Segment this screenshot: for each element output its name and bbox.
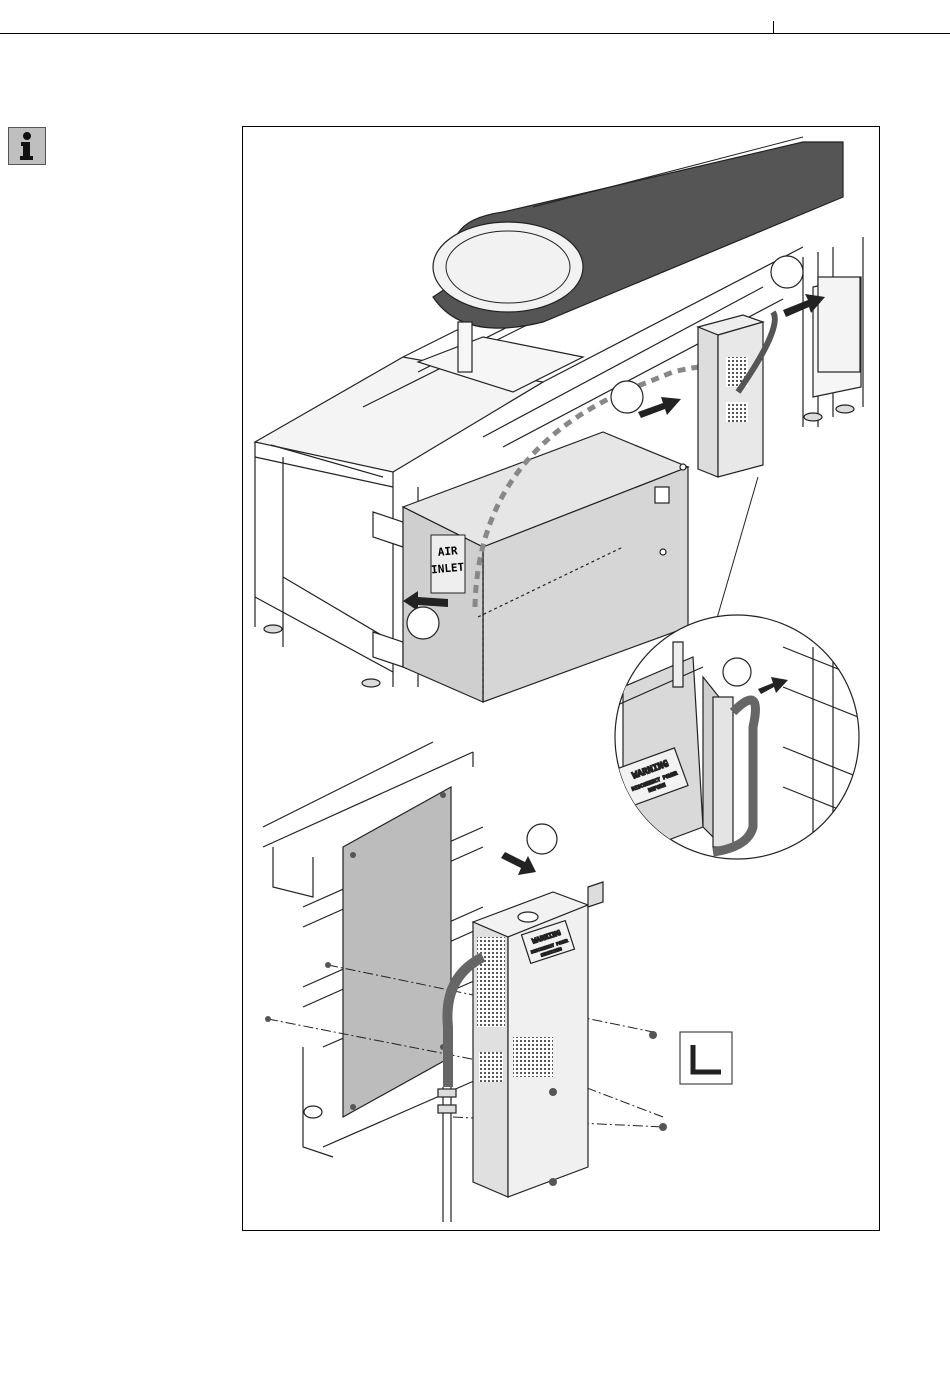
callout-circle-lower bbox=[527, 824, 557, 854]
screw-left-1 bbox=[325, 962, 331, 968]
header-tick bbox=[773, 21, 774, 34]
assembly-illustration: AIR INLET bbox=[243, 127, 879, 1230]
arrow-lower bbox=[501, 852, 536, 875]
callout-circle-detail bbox=[723, 658, 751, 686]
alignment-lines bbox=[268, 965, 663, 1127]
mounting-pads bbox=[373, 512, 403, 667]
back-plate bbox=[343, 787, 451, 1117]
header-rule bbox=[0, 33, 950, 34]
air-inlet-line1: AIR bbox=[437, 544, 458, 559]
hex-key-icon bbox=[680, 1032, 732, 1084]
side-panel bbox=[818, 277, 860, 372]
cooling-unit-upper bbox=[698, 312, 775, 477]
detail-zoom: WARNING DISCONNECT POWER BEFORE bbox=[613, 615, 879, 859]
screw-left-2 bbox=[265, 1016, 271, 1022]
info-icon bbox=[8, 127, 46, 165]
detail-leader bbox=[713, 477, 758, 632]
air-inlet-label: AIR INLET bbox=[431, 535, 465, 593]
assembly-figure: AIR INLET bbox=[242, 126, 880, 1231]
cooling-unit-lower: WARNING DISCONNECT POWER SERVICING bbox=[473, 882, 603, 1197]
